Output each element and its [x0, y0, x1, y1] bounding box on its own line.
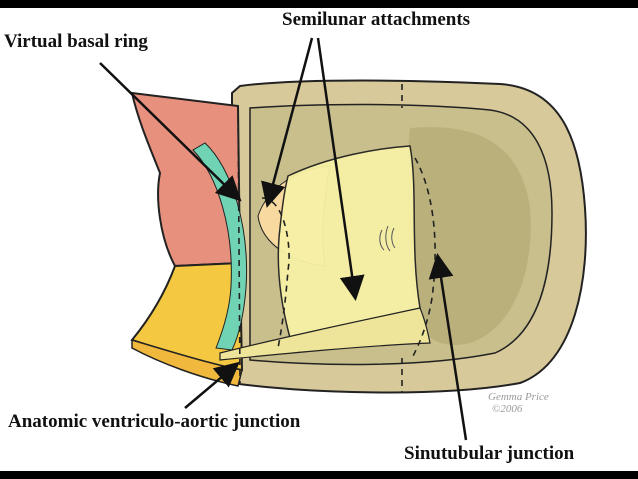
myocardium [130, 91, 242, 268]
aortic-root-illustration [99, 37, 587, 441]
sinus-shadow [406, 127, 531, 345]
leaflet-wrinkles [379, 225, 396, 252]
label-semilunar-attachments: Semilunar attachments [282, 9, 471, 30]
credit-year: ©2006 [492, 402, 523, 415]
label-virtual-basal-ring: Virtual basal ring [4, 31, 148, 52]
label-sinutubular-junction: Sinutubular junction [404, 443, 575, 464]
leaflet-fold [219, 307, 431, 361]
arrow-sinutubular [428, 253, 468, 441]
diagram-canvas: Virtual basal ring Semilunar attachments… [0, 8, 638, 471]
aortic-leaflet [277, 145, 421, 339]
arrow-semilunar-2 [316, 37, 365, 301]
arrow-semilunar-1 [261, 37, 314, 208]
arrow-anatomic-junction [184, 361, 240, 409]
artist-credit: Gemma Price ©2006 [488, 391, 549, 415]
arrow-virtual-basal-ring [99, 62, 242, 202]
ventriculo-aortic-boundary [237, 105, 241, 384]
label-anatomic-junction: Anatomic ventriculo-aortic junction [8, 411, 301, 432]
credit-name: Gemma Price [488, 391, 549, 403]
